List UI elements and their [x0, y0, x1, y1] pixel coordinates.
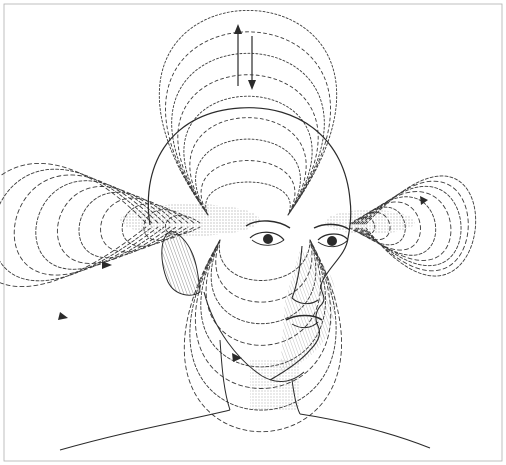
stipple-band-left: [120, 204, 260, 236]
neck-shading: [250, 360, 300, 410]
stipple-band-right: [325, 210, 415, 234]
